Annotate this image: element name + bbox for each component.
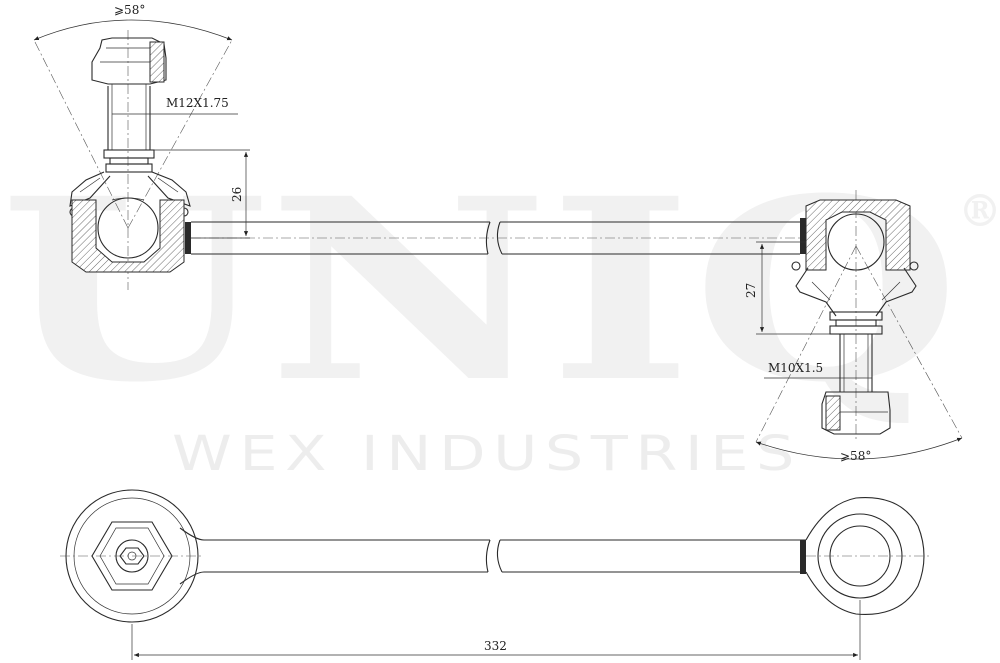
angle-top-label: ⩾58° bbox=[114, 3, 145, 17]
height-right-label: 27 bbox=[744, 283, 758, 298]
thread-right-label: M10X1.5 bbox=[768, 361, 823, 375]
right-end-plan-view bbox=[805, 497, 930, 615]
dimension-thread-right: M10X1.5 bbox=[764, 361, 872, 379]
angle-bottom-label: ⩾58° bbox=[840, 449, 871, 463]
watermark-registered: ® bbox=[958, 186, 1000, 237]
watermark: UNIQ ® WEX INDUSTRIES bbox=[0, 143, 1000, 482]
dimension-length: 332 bbox=[131, 600, 861, 660]
left-end-plan-view bbox=[60, 489, 204, 623]
left-ball-joint-section bbox=[33, 19, 233, 290]
watermark-brand: UNIQ bbox=[0, 143, 960, 437]
dimension-height-right: 27 bbox=[744, 241, 830, 335]
watermark-company: WEX INDUSTRIES bbox=[172, 426, 802, 482]
height-left-label: 26 bbox=[230, 187, 244, 202]
dimension-thread-left: M12X1.75 bbox=[112, 96, 238, 115]
link-bar-plan bbox=[179, 527, 806, 585]
link-bar-side bbox=[191, 221, 800, 255]
dimension-height-left: 26 bbox=[150, 149, 250, 239]
thread-left-label: M12X1.75 bbox=[166, 96, 229, 110]
right-ball-joint-section bbox=[755, 190, 963, 460]
length-label: 332 bbox=[484, 639, 507, 653]
